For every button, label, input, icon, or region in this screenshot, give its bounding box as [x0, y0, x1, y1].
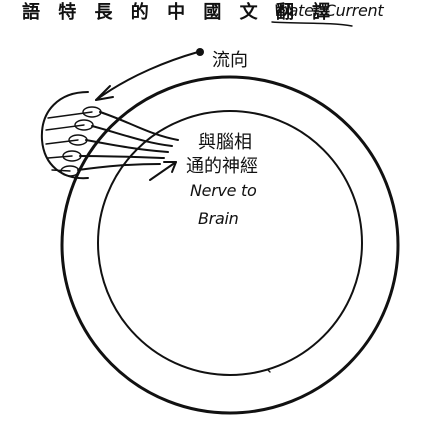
stray-mark	[267, 369, 271, 373]
hair-stroke	[47, 155, 73, 159]
nerve-fibers	[77, 111, 179, 171]
top-cropped-text: 語 特 長 的 中 國 文 翻 譯	[22, 1, 336, 23]
hair-stroke	[47, 111, 93, 119]
nerve-fiber	[77, 163, 161, 171]
nerve-fiber	[85, 139, 169, 153]
nerve-label-cn-line1: 與腦相	[198, 132, 252, 153]
water-current-label: Water Current	[274, 1, 384, 20]
nerve-pointer-arrowhead	[163, 161, 177, 173]
nerve-label-en-line2: Brain	[198, 209, 239, 228]
nerve-fiber	[99, 111, 179, 141]
nerve-label-en-line1: Nerve to	[190, 181, 257, 200]
hair-stroke	[51, 169, 71, 172]
nerve-fiber	[91, 125, 173, 147]
nerve-fiber	[79, 155, 165, 159]
flow-direction-arrowhead	[95, 85, 114, 101]
nerve-pointer-arrow-shaft	[149, 161, 177, 181]
hair-cell	[74, 119, 94, 131]
hair-stroke	[45, 139, 79, 145]
flow-direction-arrow-shaft	[95, 51, 199, 101]
flow-direction-label: 流向	[212, 50, 248, 71]
inner-ring	[97, 110, 363, 376]
outer-ring	[60, 75, 400, 415]
flow-origin-dot	[196, 48, 204, 56]
nerve-label-cn-line2: 通的神經	[186, 156, 258, 177]
water-current-underline	[271, 21, 353, 27]
hair-stroke	[45, 124, 85, 131]
